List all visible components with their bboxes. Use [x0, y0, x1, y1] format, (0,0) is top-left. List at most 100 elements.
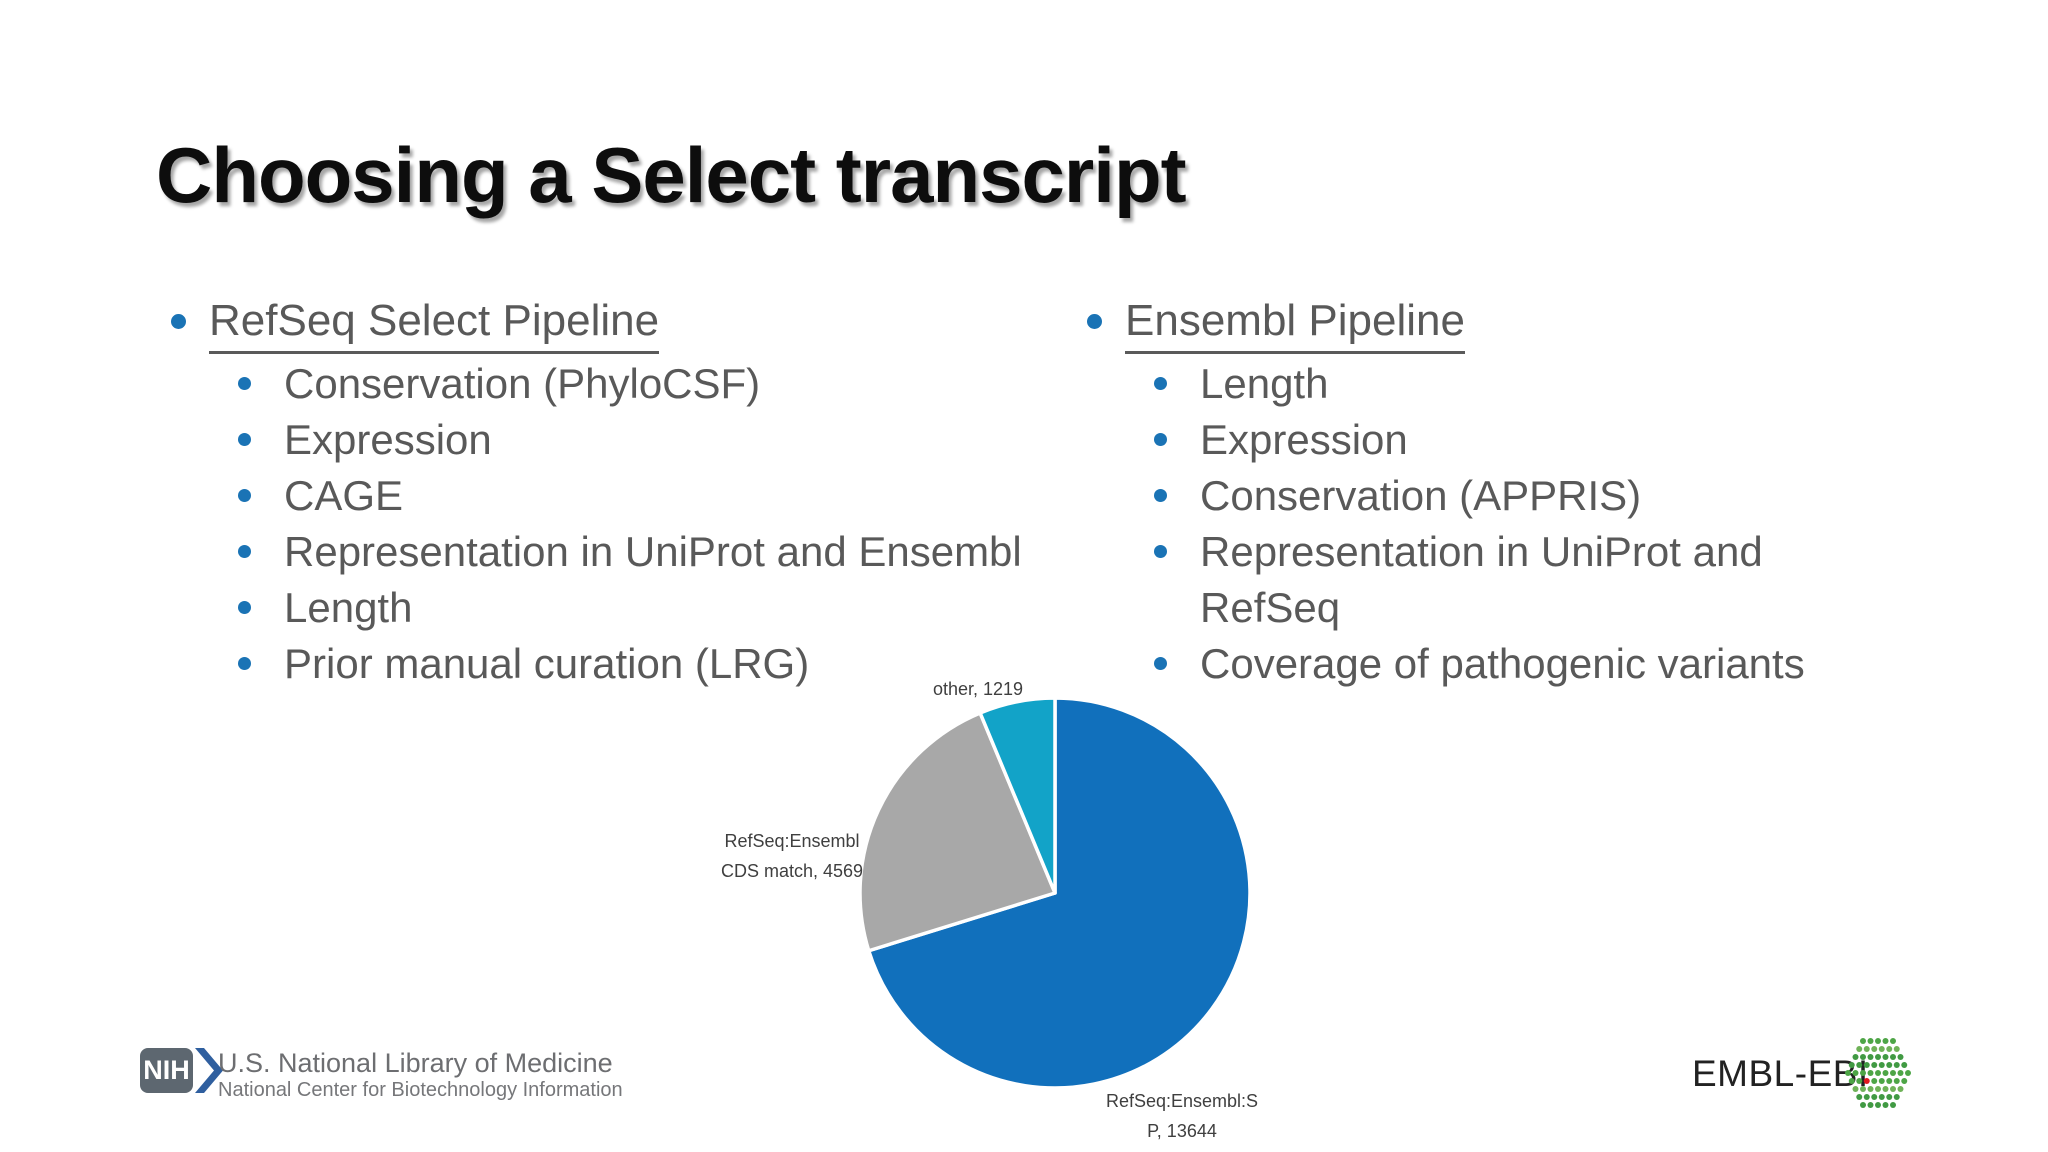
- list-item: Length: [1066, 356, 1866, 412]
- embl-green-dot: [1886, 1078, 1893, 1084]
- list-item: Representation in UniProt and RefSeq: [1066, 524, 1866, 636]
- ncbi-subtitle: National Center for Biotechnology Inform…: [218, 1079, 623, 1101]
- embl-green-dot: [1852, 1086, 1859, 1092]
- embl-green-dot: [1890, 1038, 1896, 1044]
- embl-green-dot: [1871, 1078, 1878, 1084]
- pie-label-cds-match: RefSeq:Ensembl CDS match, 4569: [720, 831, 864, 881]
- embl-hexagon-dots-icon: [1845, 1038, 1911, 1108]
- list-item: Expression: [150, 412, 1110, 468]
- refseq-pipeline-heading: RefSeq Select Pipeline: [150, 296, 1110, 356]
- ensembl-pipeline-heading: Ensembl Pipeline: [1066, 296, 1866, 356]
- embl-green-dot: [1863, 1062, 1870, 1068]
- list-item-text: Length: [284, 584, 413, 631]
- nlm-title: U.S. National Library of Medicine: [218, 1048, 613, 1078]
- pie-label-other: other, 1219: [932, 679, 1024, 699]
- bullet-dot-icon: [238, 601, 251, 614]
- nih-chevron-icon: [195, 1048, 223, 1093]
- embl-green-dot: [1882, 1102, 1889, 1108]
- embl-green-dot: [1856, 1062, 1863, 1068]
- embl-green-dot: [1878, 1094, 1885, 1100]
- bullet-dot-icon: [238, 433, 251, 446]
- embl-green-dot: [1893, 1046, 1900, 1052]
- embl-green-dot: [1860, 1102, 1866, 1108]
- list-item-text: Representation in UniProt and RefSeq: [1200, 528, 1763, 631]
- bullet-dot-icon: [1154, 545, 1167, 558]
- list-item: Representation in UniProt and Ensembl: [150, 524, 1110, 580]
- list-item: CAGE: [150, 468, 1110, 524]
- bullet-dot-icon: [238, 657, 251, 670]
- list-item: Coverage of pathogenic variants: [1066, 636, 1866, 692]
- bullet-dot-icon: [1154, 433, 1167, 446]
- bullet-dot-icon: [1154, 377, 1167, 390]
- pie-slice-2: [978, 696, 1057, 895]
- embl-green-dot: [1878, 1062, 1885, 1068]
- nih-logo-box: NIH: [140, 1048, 193, 1093]
- list-item-text: Coverage of pathogenic variants: [1200, 640, 1805, 687]
- embl-green-dot: [1890, 1054, 1896, 1060]
- embl-green-dot: [1886, 1062, 1893, 1068]
- embl-green-dot: [1856, 1094, 1863, 1100]
- slide-title: Choosing a Select transcript: [156, 131, 1187, 219]
- embl-ebi-logo-text: EMBL-EBI: [1692, 1053, 1869, 1094]
- list-item-text: Length: [1200, 360, 1329, 407]
- embl-red-dot: [1863, 1078, 1870, 1084]
- refseq-pipeline-heading-text: RefSeq Select Pipeline: [209, 296, 660, 354]
- embl-green-dot: [1901, 1062, 1908, 1068]
- embl-green-dot: [1856, 1078, 1863, 1084]
- embl-green-dot: [1897, 1054, 1904, 1060]
- embl-green-dot: [1897, 1086, 1904, 1092]
- embl-green-dot: [1878, 1078, 1885, 1084]
- bullet-dot-icon: [1087, 314, 1102, 329]
- list-item: Conservation (APPRIS): [1066, 468, 1866, 524]
- embl-green-dot: [1867, 1054, 1874, 1060]
- pie-label-sp: RefSeq:Ensembl:S P, 13644: [1105, 1091, 1259, 1141]
- embl-green-dot: [1867, 1102, 1874, 1108]
- embl-green-dot: [1875, 1038, 1881, 1044]
- embl-green-dot: [1867, 1038, 1874, 1044]
- embl-green-dot: [1871, 1062, 1878, 1068]
- embl-green-dot: [1875, 1086, 1881, 1092]
- embl-green-dot: [1852, 1070, 1859, 1076]
- embl-green-dot: [1893, 1078, 1900, 1084]
- embl-green-dot: [1890, 1086, 1896, 1092]
- bullet-dot-icon: [1154, 489, 1167, 502]
- bullet-dot-icon: [238, 489, 251, 502]
- ensembl-pipeline-heading-text: Ensembl Pipeline: [1125, 296, 1465, 354]
- bullet-dot-icon: [238, 377, 251, 390]
- embl-green-dot: [1856, 1046, 1863, 1052]
- embl-green-dot: [1871, 1094, 1878, 1100]
- embl-green-dot: [1890, 1102, 1896, 1108]
- embl-green-dot: [1897, 1070, 1904, 1076]
- embl-green-dot: [1863, 1046, 1870, 1052]
- list-item-text: Expression: [284, 416, 492, 463]
- list-item-text: Representation in UniProt and Ensembl: [284, 528, 1022, 575]
- embl-green-dot: [1882, 1054, 1889, 1060]
- bullet-dot-icon: [171, 314, 186, 329]
- embl-green-dot: [1863, 1094, 1870, 1100]
- embl-green-dot: [1875, 1102, 1881, 1108]
- embl-green-dot: [1878, 1046, 1885, 1052]
- bullet-column-ensembl: Ensembl Pipeline Length Expression Conse…: [1066, 296, 1866, 692]
- embl-green-dot: [1867, 1070, 1874, 1076]
- list-item: Conservation (PhyloCSF): [150, 356, 1110, 412]
- embl-green-dot: [1886, 1046, 1893, 1052]
- embl-green-dot: [1875, 1070, 1881, 1076]
- list-item-text: Expression: [1200, 416, 1408, 463]
- pie-slice-0: [867, 696, 1252, 1090]
- pie-chart: [858, 696, 1252, 1090]
- embl-green-dot: [1845, 1070, 1851, 1076]
- embl-green-dot: [1860, 1070, 1866, 1076]
- bullet-dot-icon: [238, 545, 251, 558]
- embl-green-dot: [1871, 1046, 1878, 1052]
- embl-green-dot: [1860, 1038, 1866, 1044]
- embl-green-dot: [1882, 1038, 1889, 1044]
- list-item-text: CAGE: [284, 472, 404, 519]
- embl-green-dot: [1867, 1086, 1874, 1092]
- list-item-text: Prior manual curation (LRG): [284, 640, 810, 687]
- list-item: Prior manual curation (LRG): [150, 636, 1110, 692]
- embl-green-dot: [1890, 1070, 1896, 1076]
- list-item-text: Conservation (PhyloCSF): [284, 360, 761, 407]
- embl-green-dot: [1901, 1078, 1908, 1084]
- embl-green-dot: [1852, 1054, 1859, 1060]
